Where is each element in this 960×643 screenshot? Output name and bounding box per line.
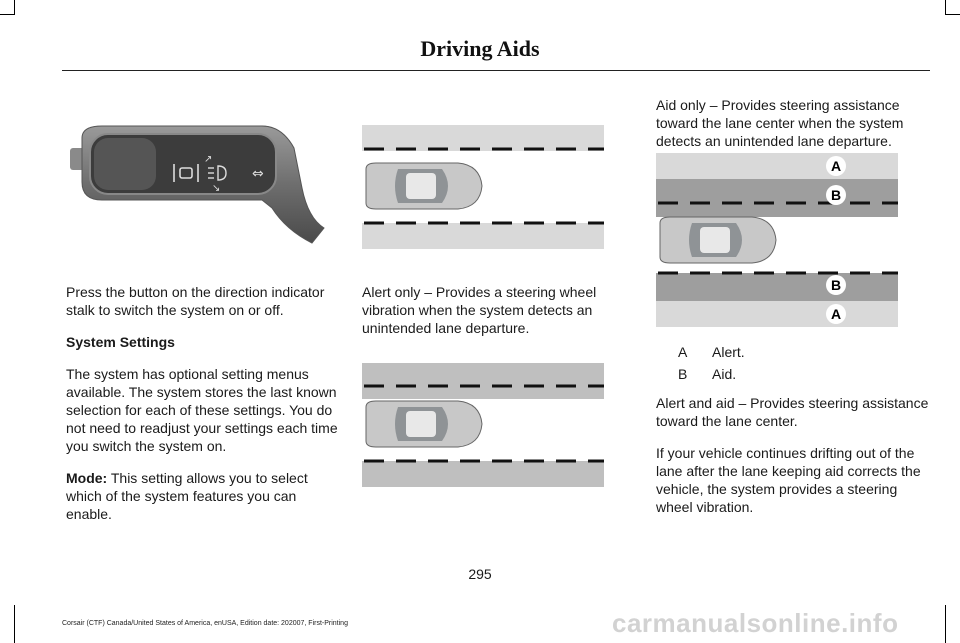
crop-mark: [945, 605, 946, 643]
zone-label-a-bottom: A: [826, 304, 846, 324]
paragraph: Aid only – Provides steering assistance …: [656, 97, 904, 149]
paragraph: Alert and aid – Provides steering assist…: [656, 395, 929, 429]
svg-text:B: B: [831, 277, 841, 293]
mode-label: Mode:: [66, 470, 108, 486]
car-top-view: [659, 216, 777, 264]
crop-mark: [945, 0, 946, 15]
legend-value: Aid.: [712, 366, 737, 382]
footer-text: Corsair (CTF) Canada/United States of Am…: [62, 620, 348, 627]
svg-text:A: A: [831, 158, 841, 174]
crop-mark: [14, 605, 15, 643]
svg-text:A: A: [831, 306, 841, 322]
lane-keeping-icon: [173, 164, 199, 182]
paragraph: The system has optional setting menus av…: [66, 366, 338, 454]
direction-indicator-stalk-illustration: ↗ ↘ ⇔: [70, 125, 325, 244]
car-top-view: [365, 400, 483, 448]
svg-text:↗: ↗: [204, 154, 212, 165]
svg-text:B: B: [831, 187, 841, 203]
column-2: Alert only – Provides a steering wheel v…: [362, 283, 612, 351]
column-3-intro: Aid only – Provides steering assistance …: [656, 96, 928, 164]
zone-label-a-top: A: [826, 156, 846, 176]
headlamp-icon: [208, 165, 227, 181]
svg-text:↘: ↘: [212, 183, 220, 194]
lane-diagram-alert: [362, 125, 604, 249]
crop-mark: [945, 14, 960, 15]
legend-value: Alert.: [712, 344, 745, 360]
legend-key: B: [678, 366, 688, 382]
paragraph: Alert only – Provides a steering wheel v…: [362, 284, 597, 336]
lane-diagram-alert-and-aid: A B B A: [656, 153, 898, 327]
turn-signal-icon: ⇔: [252, 166, 264, 182]
page-number: 295: [468, 566, 492, 582]
paragraph: If your vehicle continues drifting out o…: [656, 445, 921, 515]
section-heading: System Settings: [66, 334, 175, 350]
paragraph: Mode: This setting allows you to select …: [66, 469, 338, 523]
column-3-body: Alert and aid – Provides steering assist…: [656, 394, 930, 530]
mode-text: This setting allows you to select which …: [66, 470, 308, 522]
header-rule: [62, 70, 930, 71]
watermark: carmanualsonline.info: [612, 608, 899, 638]
zone-label-b-top: B: [826, 185, 846, 205]
legend-key: A: [678, 344, 688, 360]
lane-diagram-alert-only: [362, 363, 604, 487]
car-top-view: [365, 162, 483, 210]
crop-mark: [0, 14, 15, 15]
crop-mark: [14, 0, 15, 15]
column-1: Press the button on the direction indica…: [66, 283, 338, 537]
page-title: Driving Aids: [420, 36, 540, 61]
zone-label-b-bottom: B: [826, 275, 846, 295]
paragraph: Press the button on the direction indica…: [66, 284, 325, 318]
